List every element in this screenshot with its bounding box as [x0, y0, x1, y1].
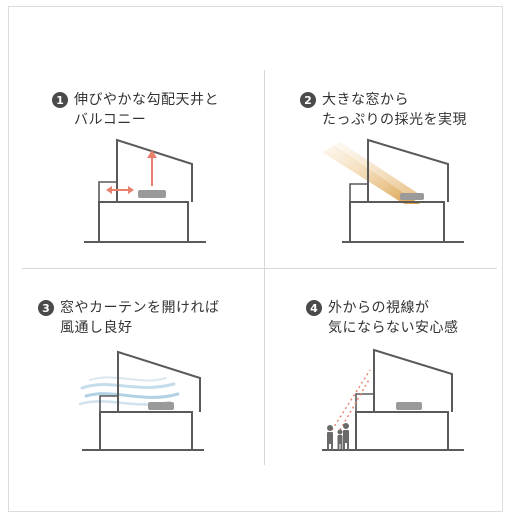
panel-4-title-line-1: 外からの視線が	[328, 300, 430, 316]
panel-3-heading: 3 窓やカーテンを開ければ 風通し良好	[38, 298, 220, 338]
panel-1-title: 伸びやかな勾配天井と バルコニー	[74, 90, 219, 130]
panel-4-heading: 4 外からの視線が 気にならない安心感	[306, 298, 459, 338]
panel-2-title: 大きな窓から たっぷりの採光を実現	[322, 90, 467, 130]
panel-4-title: 外からの視線が 気にならない安心感	[328, 298, 459, 338]
panel-3-title: 窓やカーテンを開ければ 風通し良好	[60, 298, 220, 338]
sunlight-rays-icon	[322, 142, 422, 204]
panel-3-title-line-1: 窓やカーテンを開ければ	[60, 300, 220, 316]
house-illustration-2	[322, 138, 464, 243]
sofa-icon	[400, 193, 424, 200]
wind-flow-icon	[78, 376, 180, 406]
panel-3-number-badge: 3	[38, 300, 54, 316]
house-illustration-3	[78, 350, 204, 451]
vertical-divider	[264, 70, 265, 465]
people-icon	[327, 423, 349, 450]
width-arrow-icon	[106, 186, 134, 194]
height-arrow-icon	[147, 150, 157, 186]
sofa-icon	[138, 190, 166, 198]
panel-1: 1 伸びやかな勾配天井と バルコニー	[52, 90, 282, 280]
panel-3: 3 窓やカーテンを開ければ 風通し良好	[38, 298, 268, 488]
ground-floor	[98, 201, 189, 242]
panel-2: 2 大きな窓から たっぷりの採光を実現	[300, 90, 512, 280]
house-illustration-1	[84, 138, 206, 243]
panel-2-title-line-2: たっぷりの採光を実現	[322, 112, 467, 128]
figure-frame	[8, 6, 503, 512]
panel-1-number-badge: 1	[52, 92, 68, 108]
sightline-icon	[331, 369, 371, 431]
panel-1-title-line-2: バルコニー	[74, 112, 147, 128]
panel-1-title-line-1: 伸びやかな勾配天井と	[74, 92, 219, 108]
sofa-icon	[396, 402, 422, 410]
panel-3-title-line-2: 風通し良好	[60, 320, 133, 336]
panel-2-heading: 2 大きな窓から たっぷりの採光を実現	[300, 90, 467, 130]
panel-2-number-badge: 2	[300, 92, 316, 108]
panel-2-title-line-1: 大きな窓から	[322, 92, 409, 108]
balcony-rail	[98, 181, 117, 202]
sofa-icon	[148, 402, 174, 410]
panel-4-title-line-2: 気にならない安心感	[328, 320, 459, 336]
panel-4-number-badge: 4	[306, 300, 322, 316]
panel-1-heading: 1 伸びやかな勾配天井と バルコニー	[52, 90, 219, 130]
house-illustration-4	[322, 348, 464, 451]
sloped-roof-room	[116, 138, 193, 202]
horizontal-divider	[22, 268, 497, 269]
panel-4: 4 外からの視線が 気にならない安心感	[306, 298, 512, 488]
